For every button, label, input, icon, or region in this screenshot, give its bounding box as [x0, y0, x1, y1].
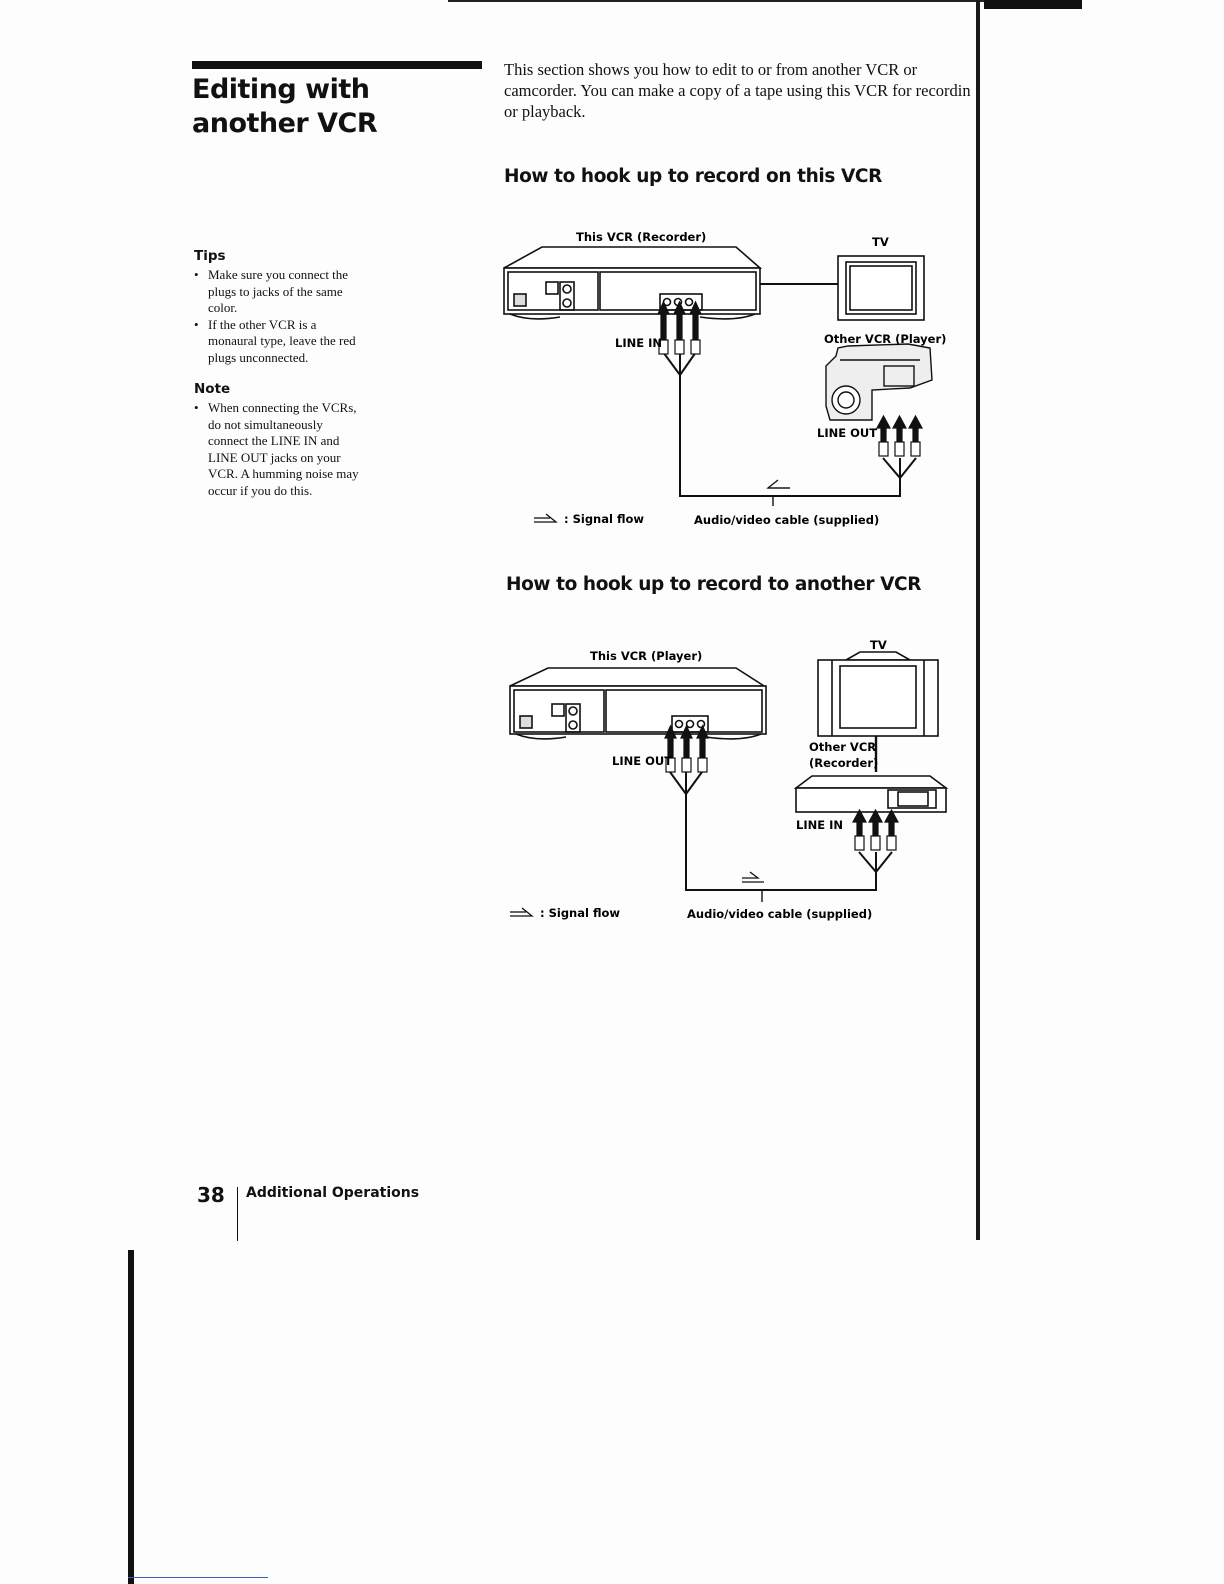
intro-line-1: This section shows you how to edit to or… [504, 60, 918, 79]
av-cable [662, 351, 917, 506]
signal-flow-legend-icon [534, 513, 558, 523]
label-av-cable: Audio/video cable (supplied) [687, 907, 872, 921]
other-vcr-recorder-illustration [793, 775, 949, 813]
label-line-in: LINE IN [796, 818, 843, 832]
tips-heading: Tips [194, 248, 226, 264]
note-heading: Note [194, 381, 231, 397]
line-out-plugs [875, 414, 924, 457]
diagram-record-to-another-vcr: This VCR (Player) TV LINE OUT Other VCR … [509, 638, 949, 921]
top-rule-tab [984, 0, 1082, 9]
note-list: When connecting the VCRs, do not simulta… [194, 400, 394, 499]
label-this-vcr-player: This VCR (Player) [590, 649, 702, 663]
tip-item: Make sure you connect the plugs to jacks… [194, 267, 394, 317]
intro-paragraph: This section shows you how to edit to or… [504, 59, 974, 122]
page-edge-rule [976, 0, 980, 1240]
label-av-cable: Audio/video cable (supplied) [694, 513, 879, 527]
section1-heading: How to hook up to record on this VCR [504, 166, 882, 187]
legend-signal-flow: : Signal flow [564, 512, 644, 526]
tips-list: Make sure you connect the plugs to jacks… [194, 267, 394, 366]
title-bar [192, 61, 482, 69]
intro-line-2: camcorder. You can make a copy of a tape… [504, 81, 971, 100]
signal-flow-arrow-icon [766, 479, 790, 489]
label-line-out: LINE OUT [817, 426, 877, 440]
signal-flow-arrow-icon [742, 871, 764, 883]
footer-divider [237, 1187, 238, 1241]
diagram-record-on-this-vcr: This VCR (Recorder) TV LINE IN Other VCR… [503, 230, 946, 527]
top-rule [448, 0, 984, 2]
page-title: Editing with another VCR [192, 74, 378, 139]
label-line-in: LINE IN [615, 336, 662, 350]
av-cable [669, 771, 893, 902]
note-item: When connecting the VCRs, do not simulta… [194, 400, 394, 499]
label-this-vcr-recorder: This VCR (Recorder) [576, 230, 706, 244]
label-other-vcr: Other VCR [809, 740, 876, 754]
bottom-rule [128, 1577, 268, 1578]
page-number: 38 [197, 1183, 225, 1207]
label-tv: TV [870, 638, 887, 652]
footer-section-title: Additional Operations [246, 1185, 420, 1201]
line-in-plugs [851, 808, 900, 851]
label-line-out: LINE OUT [612, 754, 672, 768]
line-out-plugs [664, 724, 709, 773]
line-in-plugs [657, 300, 702, 355]
tv-illustration [760, 255, 925, 321]
camcorder-illustration [825, 343, 933, 421]
label-recorder: (Recorder) [809, 756, 878, 770]
intro-line-3: or playback. [504, 102, 586, 121]
signal-flow-legend-icon [510, 907, 534, 917]
label-tv: TV [872, 235, 889, 249]
tv-illustration [817, 651, 939, 772]
vcr-recorder-illustration [503, 246, 763, 320]
tip-item: If the other VCR is a monaural type, lea… [194, 317, 394, 367]
sidebar: Tips Make sure you connect the plugs to … [194, 248, 394, 499]
vcr-player-illustration [509, 667, 767, 740]
legend-signal-flow: : Signal flow [540, 906, 620, 920]
scan-edge-bar [128, 1250, 134, 1584]
section2-heading: How to hook up to record to another VCR [506, 574, 922, 595]
label-other-vcr-player: Other VCR (Player) [824, 332, 946, 346]
